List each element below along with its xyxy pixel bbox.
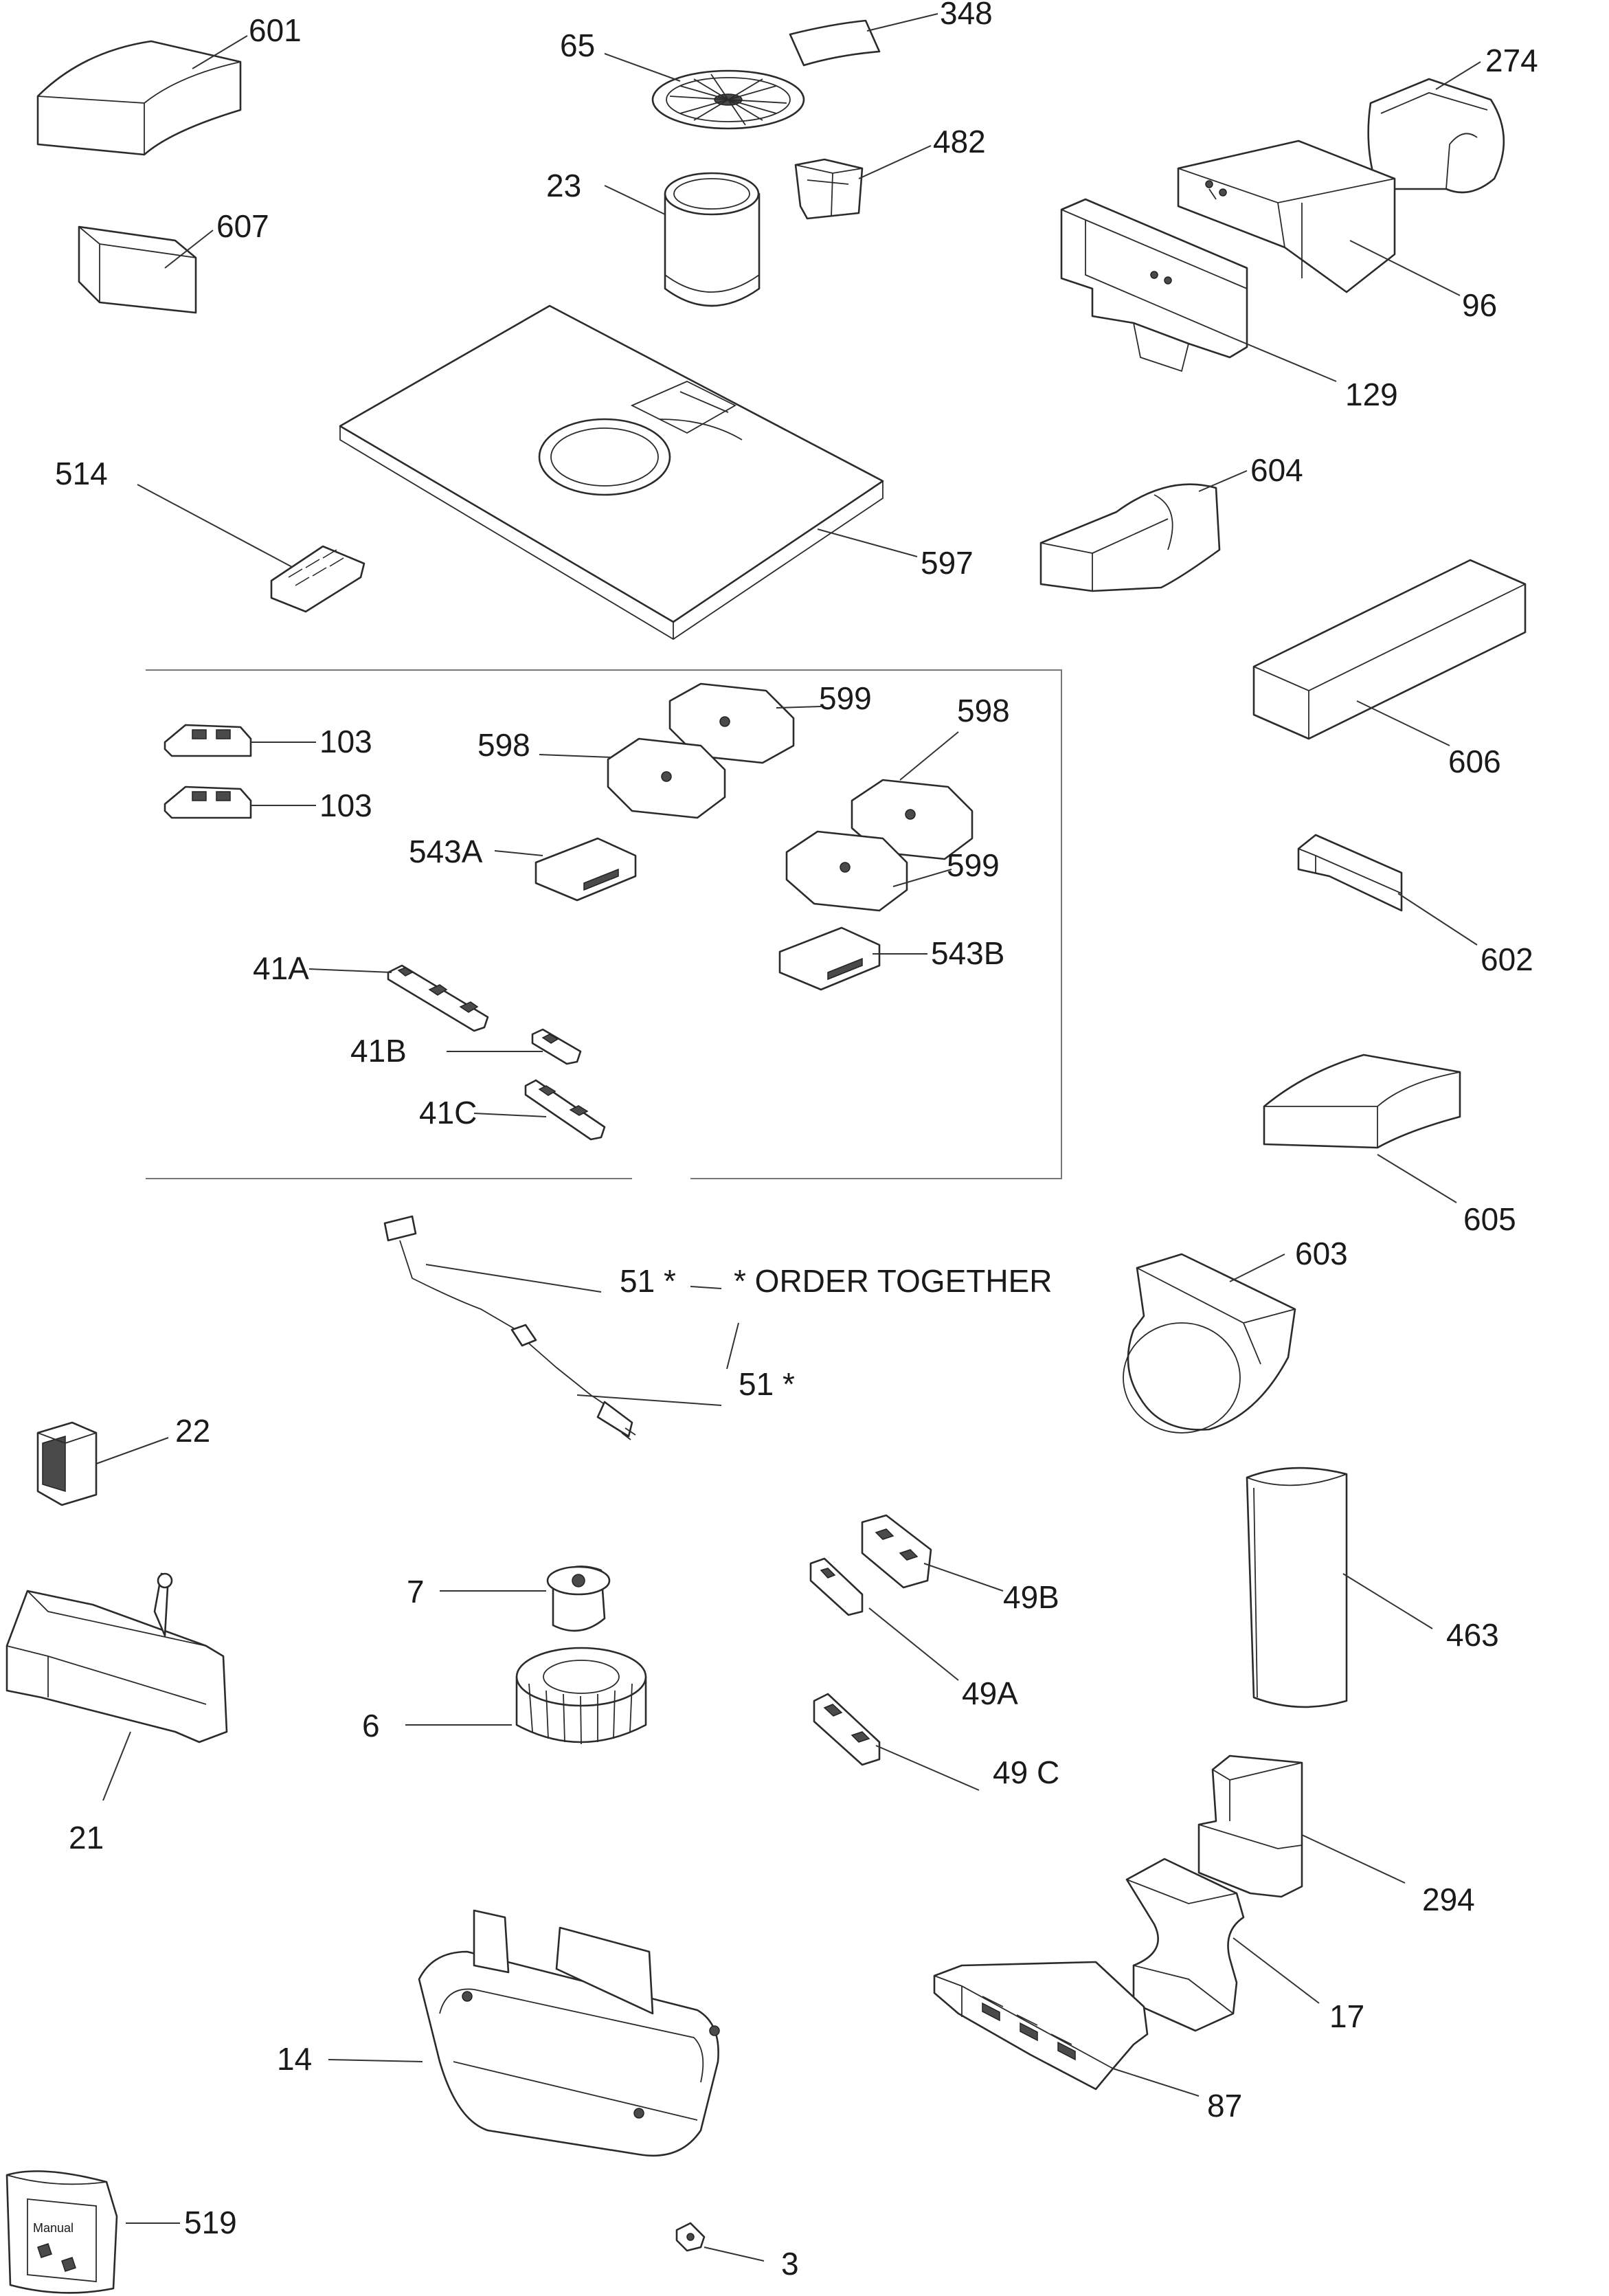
manual-bag-text: Manual [33,2221,74,2235]
part-598-coil-left [607,737,726,819]
part-22-filter-block [36,1421,98,1506]
part-543B-circuit-board [778,926,881,991]
part-482-cup [794,158,864,220]
label-103-upper: 103 [319,724,372,759]
label-3: 3 [781,2246,799,2282]
label-543B: 543B [931,935,1004,971]
part-602-duct-connector [1297,834,1403,912]
label-601: 601 [249,12,302,48]
part-65-grille [651,69,805,130]
label-543A: 543A [409,834,483,869]
label-599-top: 599 [819,680,872,716]
label-294: 294 [1422,1882,1475,1917]
label-103-lower: 103 [319,788,372,823]
label-49C: 49 C [993,1754,1059,1790]
label-597: 597 [921,545,974,581]
part-599-coil-bottom [785,830,908,912]
part-603-round-transition [1123,1253,1296,1434]
label-49B: 49B [1003,1579,1059,1615]
label-482: 482 [933,124,986,159]
label-129: 129 [1345,377,1398,412]
part-348-pad [789,19,881,67]
label-519: 519 [184,2205,237,2240]
label-17: 17 [1329,1998,1364,2034]
part-601-duct-bend [36,40,242,156]
label-514: 514 [55,456,108,491]
label-7: 7 [407,1574,425,1609]
label-21: 21 [69,1820,104,1855]
part-17-twist-duct [1125,1858,1245,2032]
label-463: 463 [1446,1617,1499,1653]
part-41C-control-board [524,1079,606,1141]
label-96: 96 [1462,287,1497,323]
label-606: 606 [1448,744,1501,779]
label-41A: 41A [253,950,309,986]
part-41B-control-board [531,1028,582,1065]
part-599-coil-top [668,682,795,764]
part-605-duct-bend [1263,1054,1461,1149]
label-599-bottom: 599 [947,847,1000,883]
label-607: 607 [216,208,269,244]
part-103-hub-upper [164,724,252,757]
label-14: 14 [277,2041,312,2077]
part-49A-circuit-board [809,1557,864,1616]
part-49C-circuit-board [813,1693,881,1766]
label-87: 87 [1207,2088,1242,2124]
part-607-duct-connector [78,225,197,314]
part-3-clip [675,2222,706,2252]
label-51-upper: 51 * [620,1263,676,1299]
part-519-manual-bag: Manual [5,2170,118,2294]
label-41C: 41C [419,1095,477,1130]
part-463-vertical-duct [1246,1467,1348,1708]
part-514-terminal-block [270,545,365,613]
part-14-blower-housing [418,1909,720,2157]
label-23: 23 [546,168,581,203]
electronics-group-frame [146,669,1062,1179]
label-605: 605 [1463,1201,1516,1237]
part-49B-circuit-board [861,1514,932,1589]
part-543A-circuit-board [535,837,637,902]
part-274-duct-elbow [1367,78,1505,194]
label-22: 22 [175,1413,210,1449]
part-129-outlet-frame [1060,198,1248,372]
part-6-blower-wheel [515,1647,647,1745]
label-348: 348 [940,0,993,31]
part-96-duct-adapter [1177,140,1396,293]
part-7-motor [546,1565,611,1632]
part-23-filter-cylinder [664,172,761,307]
label-603: 603 [1295,1236,1348,1271]
label-598-left: 598 [477,727,530,763]
part-21-outlet-arm [5,1572,228,1743]
part-41A-control-board [387,964,489,1032]
label-274: 274 [1485,43,1538,78]
part-87-damper-duct [933,1961,1149,2091]
label-41B: 41B [350,1033,407,1069]
part-597-cooktop-glass [339,304,884,640]
part-604-duct-transition [1039,483,1221,592]
part-294-duct-reducer [1197,1754,1303,1898]
label-602: 602 [1481,941,1533,977]
label-51-lower: 51 * [739,1366,795,1402]
label-49A: 49A [962,1675,1018,1711]
label-65: 65 [560,27,595,63]
part-103-hub-lower [164,785,252,819]
label-604: 604 [1250,452,1303,488]
part-606-straight-duct [1252,559,1527,740]
order-together-note: * ORDER TOGETHER [734,1263,1052,1299]
part-51-wiring-harness [383,1215,636,1440]
label-598-right: 598 [957,693,1010,728]
label-6: 6 [362,1708,380,1743]
